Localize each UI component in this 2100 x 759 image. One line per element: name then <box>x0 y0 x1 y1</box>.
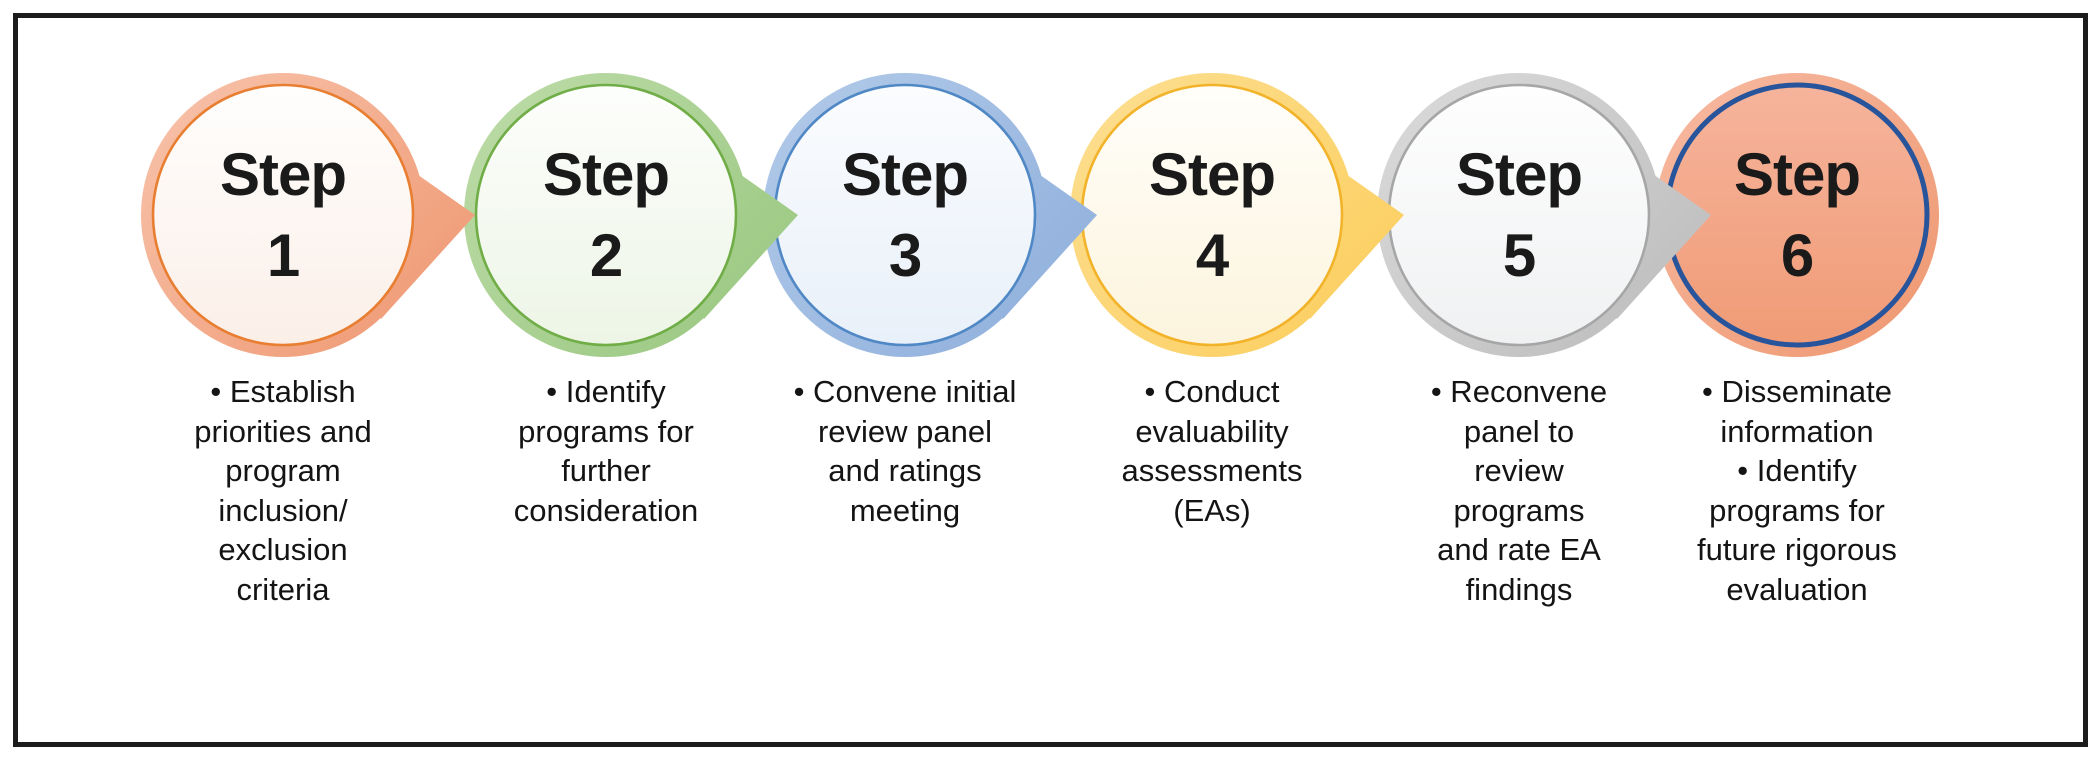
step-5-number: 5 <box>1502 222 1536 289</box>
step-2-number: 2 <box>589 222 623 289</box>
step-4-title: Step 4 <box>1062 103 1362 327</box>
step-6-number: 6 <box>1780 222 1814 289</box>
step-2-word: Step <box>542 141 670 208</box>
step-2-bullets: • Identify programs for further consider… <box>513 374 699 528</box>
step-5-shape <box>1377 73 1711 357</box>
step-3-number: 3 <box>888 222 922 289</box>
step-1-shape <box>141 73 475 357</box>
step-5-title: Step 5 <box>1369 103 1669 327</box>
step-3-word: Step <box>841 141 969 208</box>
step-1-word: Step <box>219 141 347 208</box>
step-4-word: Step <box>1148 141 1276 208</box>
step-5-bullets: • Reconvene panel to review programs and… <box>1430 374 1608 607</box>
step-1-bullets: • Establish priorities and program inclu… <box>194 374 372 607</box>
step-3-bullets: • Convene initial review panel and ratin… <box>793 374 1017 528</box>
step-2-circle <box>474 83 738 347</box>
step-3-title: Step 3 <box>755 103 1055 327</box>
step-6-shape <box>1655 73 1939 357</box>
step-2-title: Step 2 <box>456 103 756 327</box>
step-6-bullets: • Disseminate information • Identify pro… <box>1697 374 1897 607</box>
step-5-word: Step <box>1455 141 1583 208</box>
step-4-bullets: • Conduct evaluability assessments (EAs) <box>1121 374 1303 528</box>
step-1-number: 1 <box>266 222 300 289</box>
step-4-number: 4 <box>1195 222 1229 289</box>
step-6-word: Step <box>1733 141 1861 208</box>
step-2-shape <box>464 73 798 357</box>
step-1-circle <box>151 83 415 347</box>
step-6-title: Step 6 <box>1647 103 1947 327</box>
step-3-shape <box>763 73 1097 357</box>
step-1-title: Step 1 <box>133 103 433 327</box>
step-4-shape <box>1070 73 1404 357</box>
